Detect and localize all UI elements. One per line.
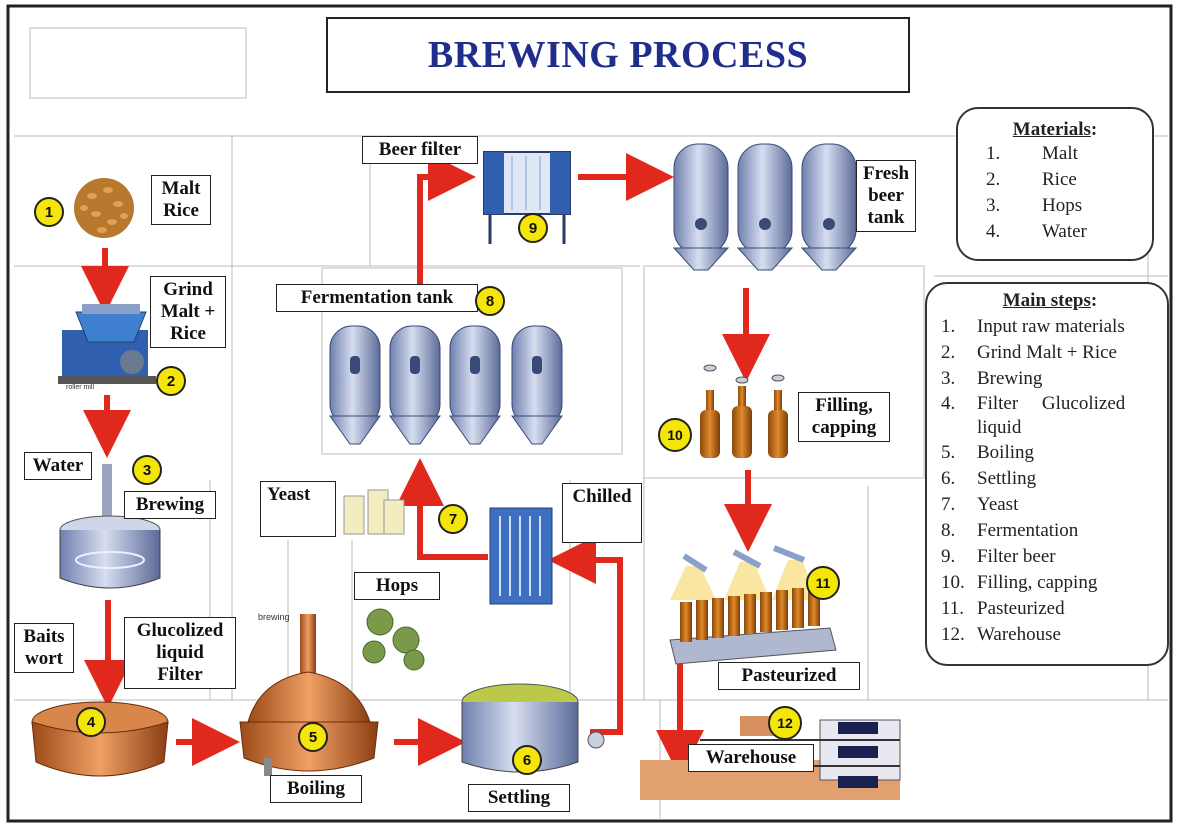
fresh-beer-tanks-illustration xyxy=(672,143,858,271)
step-item: 9.Filter beer xyxy=(941,546,1056,567)
label-water: Water xyxy=(24,452,92,480)
label-grind-malt-rice: Grind Malt + Rice xyxy=(150,276,226,348)
step-badge-12: 12 xyxy=(768,706,802,740)
materials-item: 1.Malt xyxy=(986,143,1078,164)
label-fermentation-tank: Fermentation tank xyxy=(276,284,478,312)
fermentation-tanks-illustration xyxy=(329,325,563,445)
label-hops: Hops xyxy=(354,572,440,600)
malt-grain-illustration xyxy=(74,178,134,238)
step-badge-3: 3 xyxy=(132,455,162,485)
main-steps-list: 1.Input raw materials 2.Grind Malt + Ric… xyxy=(941,314,1159,648)
yeast-glasses-illustration xyxy=(343,489,405,535)
materials-panel: Materials: 1.Malt 2.Rice 3.Hops 4.Water xyxy=(956,107,1154,261)
step-badge-9: 9 xyxy=(518,213,548,243)
step-item: 11.Pasteurized xyxy=(941,598,1065,619)
hops-illustration xyxy=(362,608,425,671)
step-item: 6.Settling xyxy=(941,468,1037,489)
step-item: 12.Warehouse xyxy=(941,624,1061,645)
label-settling: Settling xyxy=(468,784,570,812)
step-badge-1: 1 xyxy=(34,197,64,227)
label-baits-wort: Baits wort xyxy=(14,623,74,673)
roller-mill-caption: roller mill xyxy=(66,384,94,391)
beer-filter-illustration xyxy=(483,151,571,244)
title-box: BREWING PROCESS xyxy=(326,17,910,93)
step-item: 2.Grind Malt + Rice xyxy=(941,342,1117,363)
step-item: 8.Fermentation xyxy=(941,520,1079,541)
materials-item: 4.Water xyxy=(986,221,1087,242)
step-item: 1.Input raw materials xyxy=(941,316,1125,337)
label-chilled: Chilled xyxy=(562,483,642,543)
materials-heading: Materials: xyxy=(1012,119,1098,140)
arrow-6-7 xyxy=(548,536,623,735)
main-steps-panel: Main steps: 1.Input raw materials 2.Grin… xyxy=(925,282,1169,666)
warehouse-illustration xyxy=(640,716,901,800)
brewing-vessel-illustration xyxy=(59,464,161,589)
label-warehouse: Warehouse xyxy=(688,744,814,772)
arrow-7-8 xyxy=(396,458,488,560)
pasteurizer-illustration xyxy=(669,545,837,665)
step-badge-5: 5 xyxy=(298,722,328,752)
step-item: 4.Filter Glucolized liquid xyxy=(941,393,1131,438)
step-badge-10: 10 xyxy=(658,418,692,452)
step-item: 7.Yeast xyxy=(941,494,1019,515)
label-glucolized-filter: Glucolized liquid Filter xyxy=(124,617,236,689)
step-badge-4: 4 xyxy=(76,707,106,737)
step-badge-8: 8 xyxy=(475,286,505,316)
roller-mill-illustration xyxy=(58,304,156,384)
materials-item: 2.Rice xyxy=(986,169,1077,190)
materials-item: 3.Hops xyxy=(986,195,1083,216)
step-item: 3.Brewing xyxy=(941,368,1043,389)
arrow-8-9 xyxy=(417,153,476,284)
step-badge-7: 7 xyxy=(438,504,468,534)
label-beer-filter: Beer filter xyxy=(362,136,478,164)
label-malt-rice: Malt Rice xyxy=(151,175,211,225)
label-boiling: Boiling xyxy=(270,775,362,803)
outer-frame xyxy=(6,4,1173,823)
step-badge-2: 2 xyxy=(156,366,186,396)
diagram-title: BREWING PROCESS xyxy=(427,34,809,76)
label-yeast: Yeast xyxy=(260,481,336,537)
flow-arrows xyxy=(81,153,772,778)
settling-tank-illustration xyxy=(461,683,605,773)
bottles-illustration xyxy=(700,364,788,458)
step-item: 10.Filling, capping xyxy=(941,572,1098,593)
step-item: 5.Boiling xyxy=(941,442,1035,463)
main-steps-heading: Main steps: xyxy=(1002,290,1098,311)
label-pasteurized: Pasteurized xyxy=(718,662,860,690)
label-filling-capping: Filling, capping xyxy=(798,392,890,442)
plate-chiller-illustration xyxy=(489,507,553,605)
materials-list: 1.Malt 2.Rice 3.Hops 4.Water xyxy=(966,141,1144,245)
label-fresh-beer-tank: Fresh beer tank xyxy=(856,160,916,232)
brewing-small-caption: brewing xyxy=(258,612,290,622)
label-brewing: Brewing xyxy=(124,491,216,519)
step-badge-6: 6 xyxy=(512,745,542,775)
step-badge-11: 11 xyxy=(806,566,840,600)
